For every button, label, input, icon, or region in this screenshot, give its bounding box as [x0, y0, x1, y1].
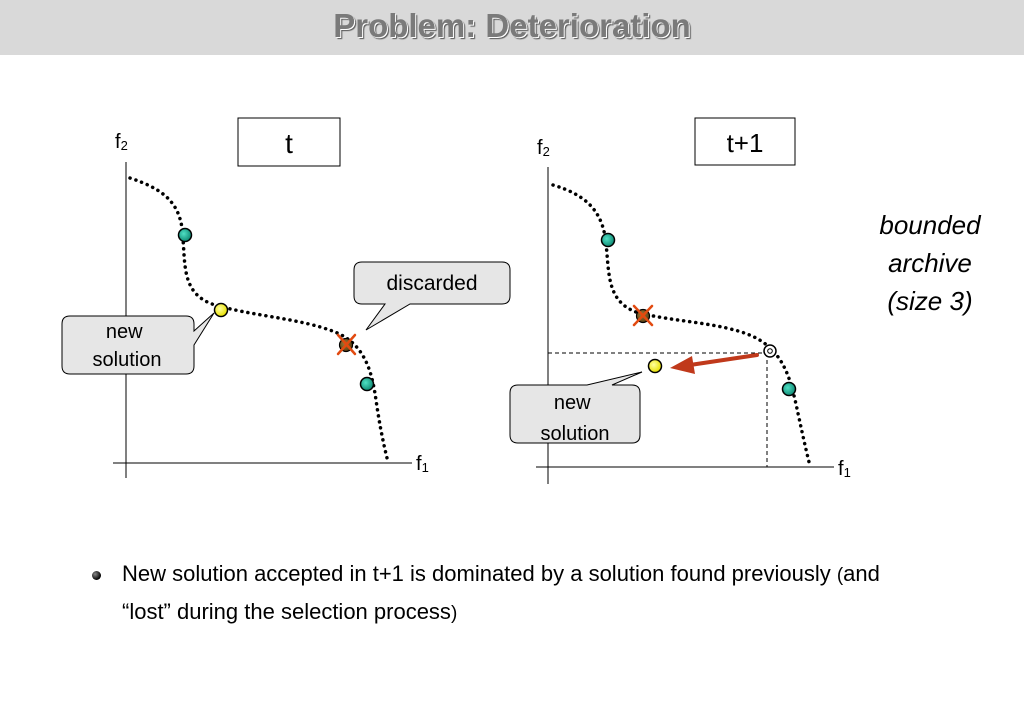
right-new-solution-point [647, 358, 663, 374]
right-arrow-head-icon [670, 356, 695, 374]
left-time-box [237, 117, 341, 167]
left-y-axis-label: f2 [115, 131, 128, 153]
side-note-line: bounded [879, 210, 981, 240]
right-panel: t+1 f2 f1 new solution [509, 117, 851, 484]
bounded-archive-note: bounded archive (size 3) [850, 206, 1010, 320]
right-new-solution-label: new solution [541, 392, 610, 445]
bullet-text-time: t+1 [372, 561, 404, 586]
bullet-text-part: is dominated by a solution found previou… [403, 561, 837, 586]
right-x-axis-label: f1 [838, 458, 851, 480]
title-bar: Problem: Deterioration [0, 0, 1024, 55]
left-new-solution-label: new solution [93, 321, 162, 371]
bullet-text: New solution accepted in t+1 is dominate… [122, 556, 928, 632]
left-new-solution-callout [61, 312, 215, 375]
right-lost-solution-point [763, 344, 777, 358]
left-x-axis-label: f1 [416, 453, 429, 475]
right-y-axis-label: f2 [537, 137, 550, 159]
right-pareto-front [551, 183, 812, 468]
side-note-line: archive [888, 248, 972, 278]
bullet-paren: ( [836, 565, 844, 586]
bullet-text-part: and “lost” during the selection process [122, 561, 880, 624]
side-note-line: (size 3) [887, 286, 973, 316]
left-discard-cross-icon [336, 333, 357, 356]
right-archive-point [781, 381, 797, 397]
slide-title: Problem: Deterioration [333, 7, 691, 44]
left-pareto-front [128, 176, 390, 464]
right-discard-cross-icon [632, 304, 654, 327]
right-time-label: t+1 [727, 128, 764, 158]
right-new-solution-callout [509, 371, 643, 444]
right-time-box [694, 117, 796, 166]
bullet-text-part: New solution accepted in [122, 561, 373, 586]
bullet-point: New solution accepted in t+1 is dominate… [88, 556, 928, 632]
left-discarded-callout [353, 261, 511, 331]
right-archive-point [600, 232, 616, 248]
left-time-label: t [285, 128, 293, 159]
left-new-solution-point [213, 302, 229, 318]
left-archive-point [177, 227, 193, 243]
bullet-paren: ) [450, 603, 458, 624]
right-lost-solution-inner [767, 348, 773, 354]
left-archive-point [359, 376, 375, 392]
right-domination-arrow [688, 353, 759, 367]
left-panel: t f2 f1 new solution discarded [61, 117, 511, 478]
left-discarded-label: discarded [386, 272, 477, 295]
bullet-icon [92, 571, 101, 580]
